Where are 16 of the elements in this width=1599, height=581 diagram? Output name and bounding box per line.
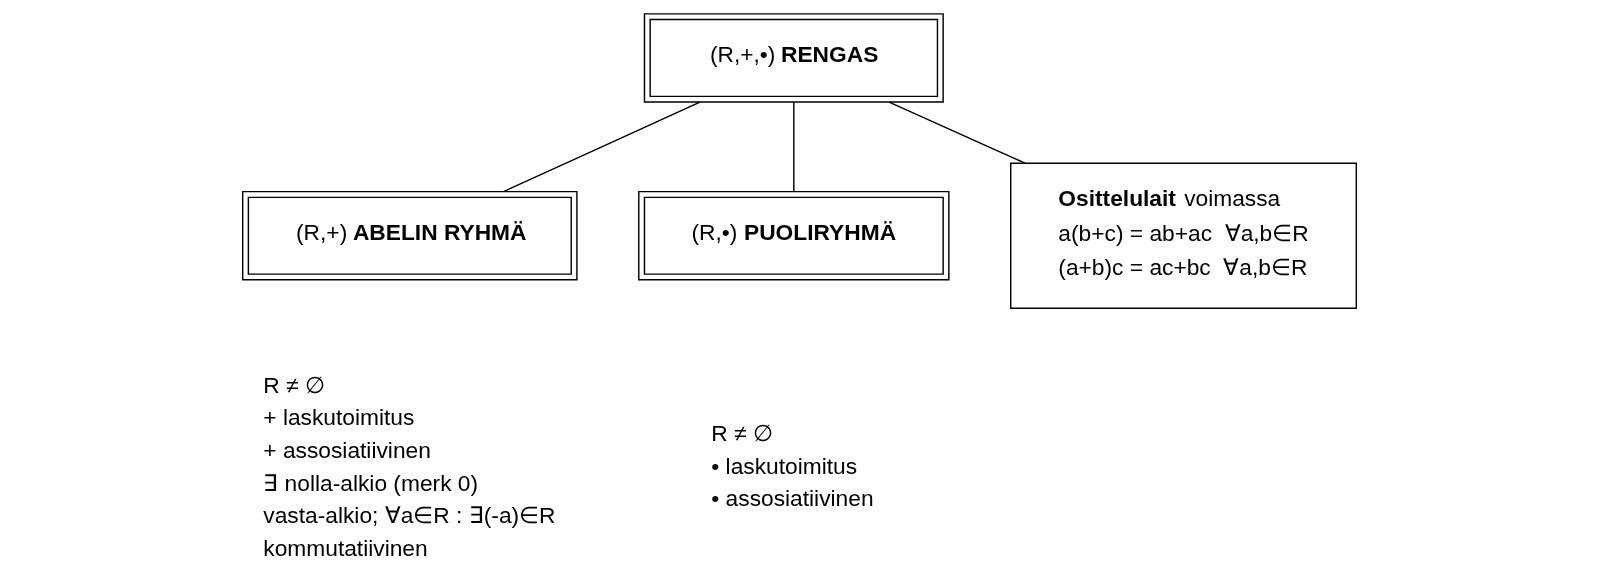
node-label: + laskutoimitus — [263, 404, 415, 431]
node-box: (R,+,•) RENGAS — [643, 13, 944, 103]
node-label: R ≠ ∅ — [711, 419, 773, 446]
connector — [503, 101, 701, 193]
node-box: (R,•) PUOLIRYHMÄ — [638, 190, 950, 281]
node-label: • assosiatiivinen — [711, 485, 874, 512]
node-label: vasta-alkio; ∀a∈R : ∃(-a)∈R — [263, 502, 556, 529]
node-label: kommutatiivinen — [263, 535, 428, 562]
connector — [888, 101, 1026, 164]
node-label: • laskutoimitus — [711, 452, 858, 479]
node-box: Osittelulait voimassa a(b+c) = ab+ac ∀a,b∈R (a+b)c = ac+bc ∀a,b∈R — [1010, 162, 1357, 309]
connector — [793, 101, 795, 193]
node-label: + assosiatiivinen — [263, 437, 431, 464]
node-label: ∃ nolla-alkio (merk 0) — [263, 469, 479, 496]
node-label: R ≠ ∅ — [263, 371, 325, 398]
node-box: (R,+) ABELIN RYHMÄ — [242, 190, 578, 281]
